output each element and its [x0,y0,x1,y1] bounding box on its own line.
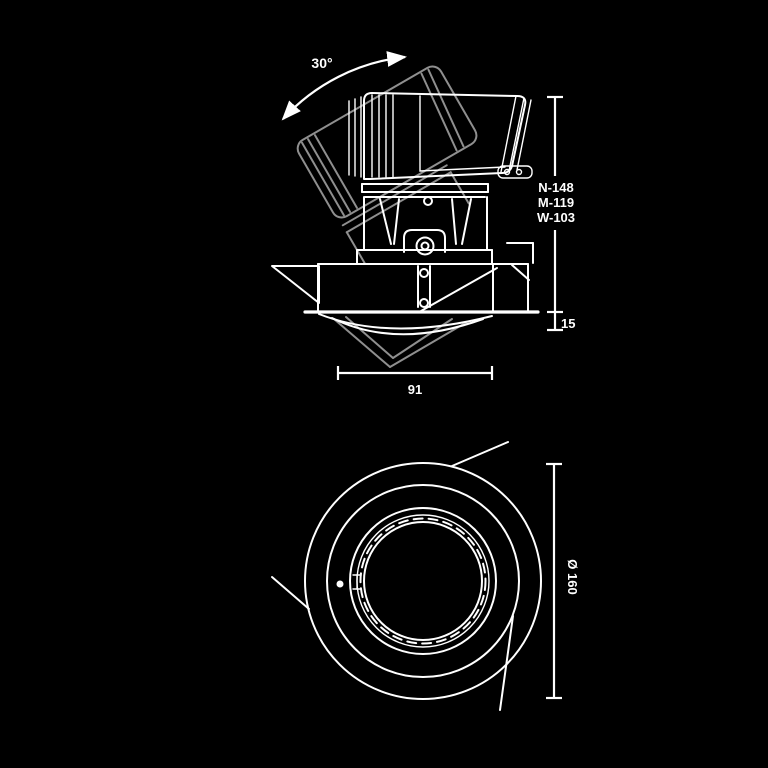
lamp-head [348,92,533,180]
height-label-wide: W-103 [537,210,575,225]
height-dimension: N-148 M-119 W-103 [537,95,575,314]
height-label-narrow: N-148 [538,180,573,195]
orientation-mark [352,574,362,590]
recess-depth-label: 15 [561,316,575,331]
locator-dot [336,580,344,588]
tilt-angle-dimension: 30° [281,51,407,121]
head-adapter-band [361,183,489,206]
recessed-housing [271,242,534,312]
tilt-angle-label: 30° [311,55,332,71]
width-label: 91 [408,382,422,397]
gimbal-bracket [363,196,488,256]
front-view: Ø 160 [271,441,580,711]
trim-ring-circles [304,462,542,700]
tilt-arc-arrow [281,51,407,121]
height-label-medium: M-119 [538,195,574,210]
knurled-ring-dashes [359,517,487,645]
diameter-dimension: Ø 160 [546,462,580,700]
trim-bezel [318,313,493,336]
spring-clip-lines [271,441,514,711]
width-dimension: 91 [336,366,494,397]
diameter-label: Ø 160 [565,559,580,594]
recess-depth-dimension: 15 [547,313,575,332]
side-view: 30° N-148 M-119 W-103 15 91 [271,51,575,397]
